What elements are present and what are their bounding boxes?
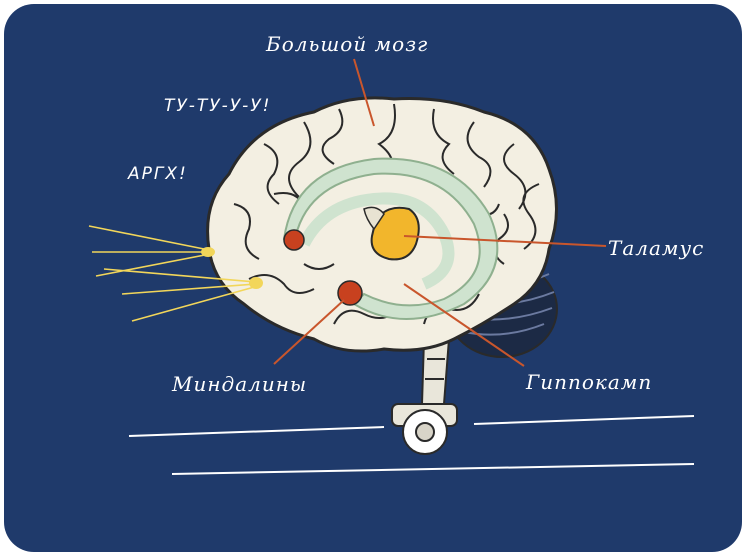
illustration-card: Большой мозг Таламус Миндалины Гиппокамп… (4, 4, 742, 552)
label-amygdala: Миндалины (172, 372, 308, 396)
label-thalamus: Таламус (608, 236, 705, 260)
exclamation-first: ТУ-ТУ-У-У! (164, 96, 272, 116)
thalamus-shape (370, 206, 420, 261)
ear-side (249, 277, 263, 289)
label-cerebrum: Большой мозг (266, 32, 429, 56)
label-hippocampus: Гиппокамп (526, 370, 653, 394)
eye-front (201, 247, 215, 257)
leader-lines (273, 58, 607, 367)
exclamation-second: АРГХ! (128, 164, 188, 184)
amygdala-lower (337, 280, 363, 306)
brainstem-tip (363, 206, 385, 231)
wheel-stand (391, 338, 458, 455)
sense-rays (88, 225, 259, 322)
limbic-inner (298, 192, 455, 290)
brain-diagram (88, 58, 695, 475)
amygdala-upper (283, 229, 305, 251)
rail-lines (128, 415, 695, 475)
